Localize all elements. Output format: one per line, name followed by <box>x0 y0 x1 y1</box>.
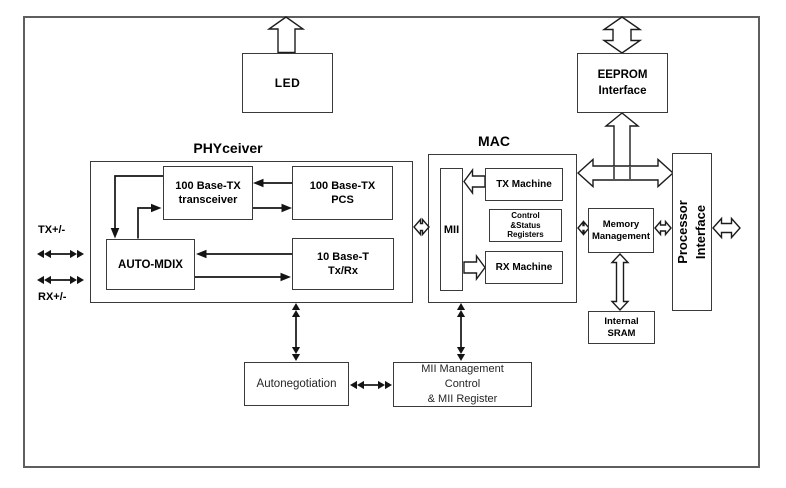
led-block: LED <box>242 53 333 113</box>
phyceiver-label: PHYceiver <box>193 140 263 156</box>
memory-management-block: Memory Management <box>588 208 654 253</box>
autonegotiation-block: Autonegotiation <box>244 362 349 406</box>
processor-interface-label: Processor Interface <box>675 200 708 264</box>
tx-pins-label: TX+/- <box>38 224 66 236</box>
eeprom-interface-block: EEPROM Interface <box>577 53 668 113</box>
rx-machine-block: RX Machine <box>485 251 563 284</box>
rx-pins-label: RX+/- <box>38 291 67 303</box>
control-status-registers-block: Control &Status Registers <box>489 209 562 242</box>
mii-block: MII <box>440 168 463 291</box>
internal-sram-block: Internal SRAM <box>588 311 655 344</box>
auto-mdix-block: AUTO-MDIX <box>106 239 195 290</box>
tx-machine-block: TX Machine <box>485 168 563 201</box>
100basetx-pcs-block: 100 Base-TX PCS <box>292 166 393 220</box>
processor-interface-block: Processor Interface <box>672 153 712 311</box>
mii-management-block: MII Management Control & MII Register <box>393 362 532 407</box>
10baset-txrx-block: 10 Base-T Tx/Rx <box>292 238 394 290</box>
mac-label: MAC <box>478 133 510 149</box>
100basetx-transceiver-block: 100 Base-TX transceiver <box>163 166 253 220</box>
